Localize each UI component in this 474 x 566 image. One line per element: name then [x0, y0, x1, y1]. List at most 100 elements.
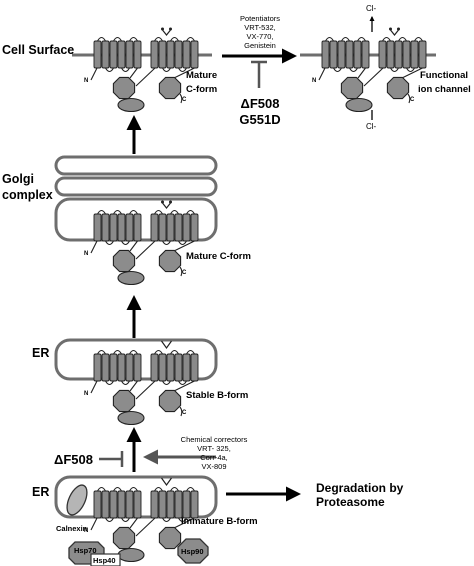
cftr-mature-golgi: NC [84, 200, 199, 286]
extracellular-loop [170, 349, 179, 355]
hsp90-shape [177, 538, 209, 564]
label-functional-2: ion channel [418, 84, 471, 95]
extracellular-loop [186, 209, 195, 215]
glycan-dot [169, 27, 172, 31]
label-hsp40: Hsp40 [93, 556, 116, 565]
tm-helix [93, 490, 102, 519]
tm-helix [410, 40, 419, 69]
intracellular-loop [178, 240, 187, 246]
r-domain [117, 270, 145, 286]
potentiator-item-1: VRT-532, [244, 23, 276, 32]
extracellular-loop [97, 349, 106, 355]
tm-helix [361, 40, 370, 69]
extracellular-loop [357, 36, 366, 42]
intracellular-loop [162, 380, 171, 386]
mutation-df508-er: ΔF508 [54, 452, 93, 467]
c-terminus-label: C [182, 270, 187, 276]
regulatory-linker [135, 517, 156, 537]
extracellular-loop [186, 36, 195, 42]
intracellular-loop [333, 67, 342, 73]
extracellular-loop [129, 209, 138, 215]
nbd2-linker [173, 517, 195, 529]
nbd2-domain [158, 249, 182, 273]
tm-helix [133, 40, 142, 69]
tm-helix [402, 40, 411, 69]
n-terminus-tail [90, 240, 98, 254]
tm-helix [150, 490, 159, 519]
intracellular-loop [406, 67, 415, 73]
nbd2-domain [386, 76, 410, 100]
label-hsp90: Hsp90 [181, 547, 204, 556]
regulatory-linker [135, 67, 156, 87]
cftr-immature-er: NC [84, 477, 199, 563]
tm-helix [117, 213, 126, 242]
extracellular-loop [129, 36, 138, 42]
regulatory-linker [135, 380, 156, 400]
label-degradation-1: Degradation by [316, 481, 404, 495]
tm-helix [386, 40, 395, 69]
extracellular-loop [154, 486, 163, 492]
tm-helix [166, 40, 175, 69]
extracellular-loop [113, 349, 122, 355]
extracellular-loop [154, 36, 163, 42]
extracellular-loop [341, 36, 350, 42]
extracellular-loop [170, 486, 179, 492]
tm-helix [158, 490, 167, 519]
intracellular-loop [162, 240, 171, 246]
label-mature-golgi: Mature C-form [186, 251, 251, 262]
glycosylation-mark [162, 202, 171, 209]
intracellular-loop [349, 67, 358, 73]
tm-helix [93, 40, 102, 69]
calnexin-shape [66, 484, 88, 516]
tm-helix [133, 490, 142, 519]
c-terminus-label: C [410, 97, 415, 103]
label-golgi-complex: complex [2, 188, 53, 202]
c-terminus-label: C [182, 97, 187, 103]
tm-helix [182, 353, 191, 382]
potentiator-item-3: Genistein [244, 41, 276, 50]
intracellular-loop [121, 517, 130, 523]
tm-helix [158, 213, 167, 242]
tm-helix [378, 40, 387, 69]
extracellular-loop [414, 36, 423, 42]
extracellular-loop [97, 486, 106, 492]
n-terminus-tail [90, 380, 98, 394]
intracellular-loop [105, 240, 114, 246]
n-terminus-label: N [84, 391, 88, 397]
glycan-dot [397, 27, 400, 31]
mutation-df508-surface: ΔF508 [241, 96, 280, 111]
nbd1-domain [112, 389, 136, 413]
tm-helix [166, 353, 175, 382]
r-domain [117, 97, 145, 113]
extracellular-loop [170, 209, 179, 215]
n-terminus-label: N [84, 528, 88, 534]
intracellular-loop [105, 517, 114, 523]
core-glycosylation-mark [161, 340, 172, 350]
regulatory-linker [135, 240, 156, 260]
nbd1-domain [112, 526, 136, 550]
extracellular-loop [186, 486, 195, 492]
regulatory-linker [363, 67, 384, 87]
glycan-dot [161, 200, 164, 204]
intracellular-loop [390, 67, 399, 73]
tm-helix [101, 353, 110, 382]
nbd1-domain [112, 249, 136, 273]
tm-helix [125, 490, 134, 519]
tm-helix [109, 490, 118, 519]
tm-helix [190, 353, 199, 382]
tm-helix [150, 353, 159, 382]
intracellular-loop [121, 240, 130, 246]
intracellular-loop [178, 380, 187, 386]
glycosylation-mark [390, 29, 399, 36]
tm-helix [174, 40, 183, 69]
nbd1-linker [129, 67, 138, 79]
n-terminus-tail [90, 517, 98, 531]
golgi-cisterna-1 [54, 155, 218, 176]
tm-helix [329, 40, 338, 69]
tm-helix [93, 213, 102, 242]
label-er-top: ER [32, 346, 49, 360]
tm-helix [418, 40, 427, 69]
label-cl-in: Cl- [366, 122, 377, 131]
hsp40-box [90, 553, 121, 566]
nbd2-linker [173, 67, 195, 79]
